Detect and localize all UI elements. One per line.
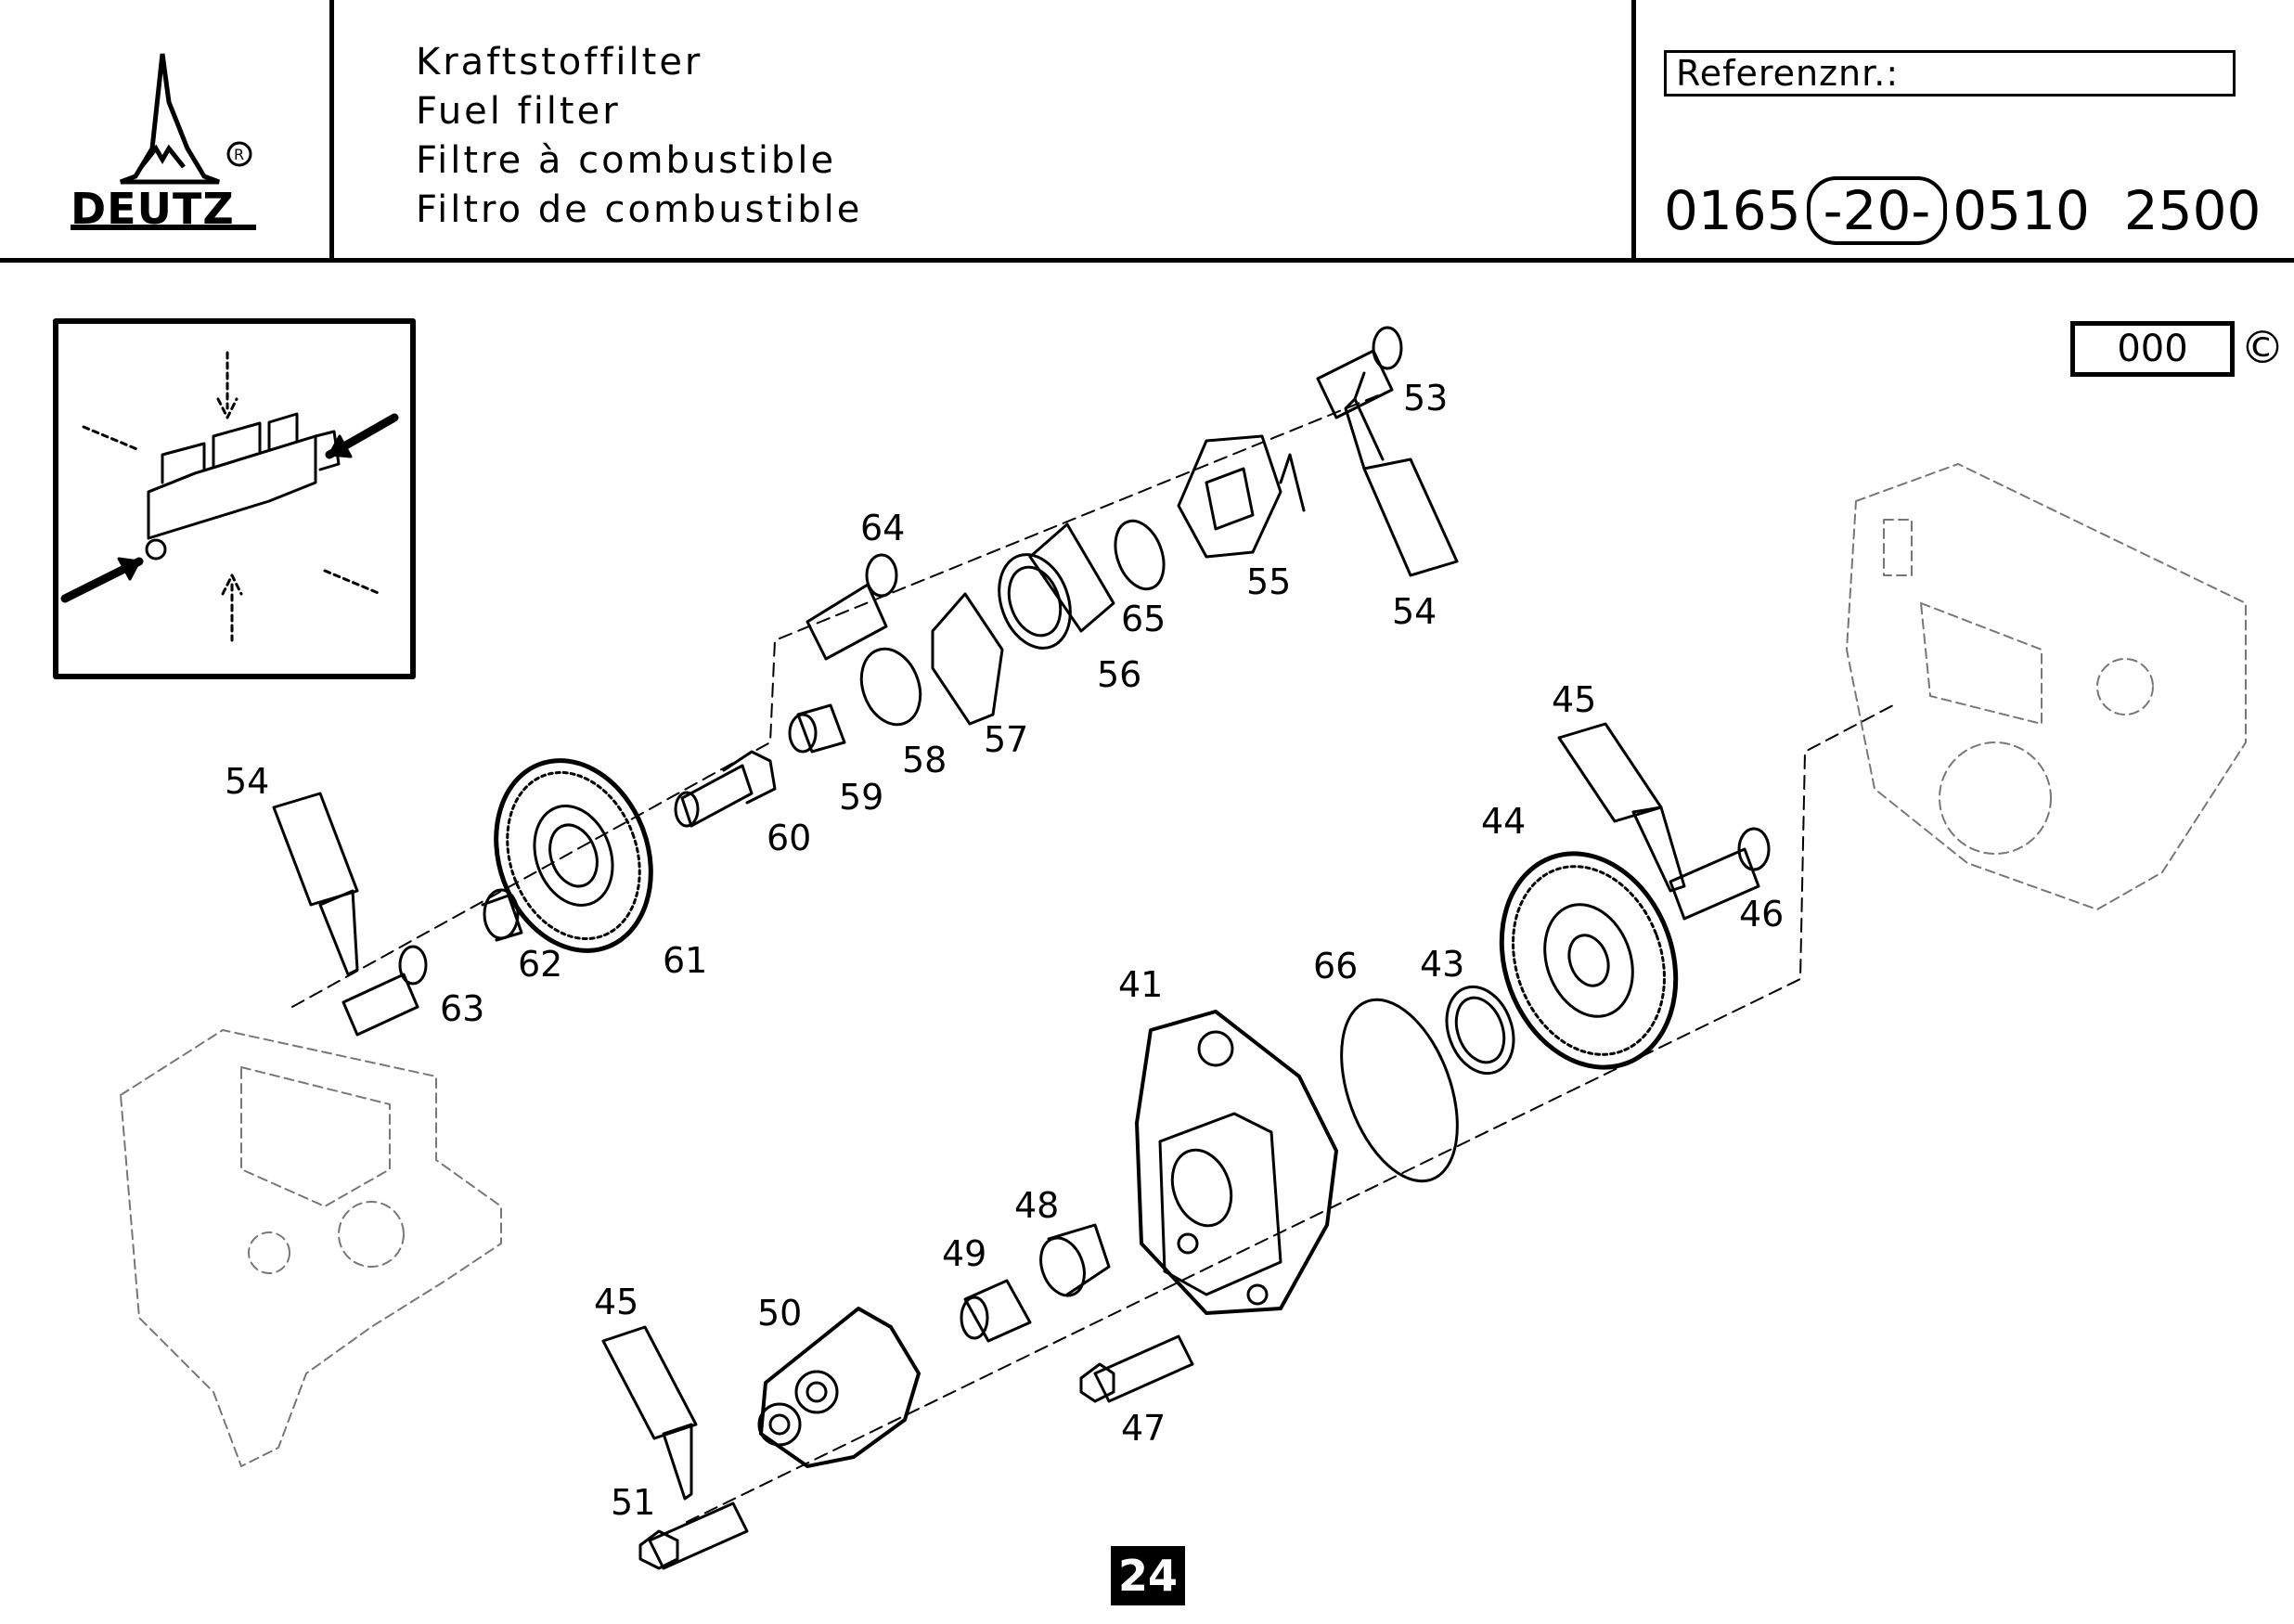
callout-63: 63 [440, 988, 484, 1029]
ref-suffix-2: 2500 [2123, 179, 2262, 242]
bolt-icon [1316, 326, 1403, 419]
engine-block-icon [1846, 463, 2247, 910]
gear-housing-icon [1135, 1010, 1338, 1315]
reference-field: Referenznr.: [1664, 50, 2236, 97]
sealant-tube-icon [601, 1325, 698, 1501]
sleeve-icon [960, 1279, 1032, 1343]
bolt-icon [805, 553, 898, 661]
engine-block-icon [120, 1029, 502, 1467]
callout-59: 59 [839, 777, 883, 818]
sleeve-icon [788, 703, 846, 754]
callout-53: 53 [1403, 378, 1448, 419]
sealant-tube-icon [272, 792, 359, 976]
shaft-icon [674, 750, 777, 828]
bolt-icon [638, 1502, 749, 1570]
callout-labels: 53 54 55 65 56 64 57 58 59 60 54 61 62 6… [225, 378, 1784, 1523]
seal-ring-icon [859, 647, 922, 727]
callout-66: 66 [1313, 946, 1358, 986]
callout-54-top: 54 [1392, 591, 1437, 632]
callout-44: 44 [1481, 801, 1526, 842]
deutz-logo-icon: R [71, 53, 256, 230]
bushing-icon [1039, 1223, 1111, 1297]
bolt-icon [1079, 1334, 1194, 1403]
callout-50: 50 [757, 1293, 802, 1334]
o-ring-icon [1114, 519, 1166, 591]
ref-group: -20- [1806, 176, 1948, 245]
callout-57: 57 [984, 719, 1028, 760]
callout-47: 47 [1121, 1408, 1166, 1449]
callout-41: 41 [1118, 964, 1163, 1005]
reference-number: 0165-20-0510 2500 [1664, 176, 2261, 245]
lower-assembly-axis [686, 704, 1894, 1523]
callout-43: 43 [1420, 944, 1464, 985]
callout-48: 48 [1014, 1185, 1059, 1226]
page-number-badge: 24 [1111, 1546, 1185, 1605]
callout-54-left: 54 [225, 761, 269, 802]
ref-suffix-1: 0510 [1952, 179, 2090, 242]
sealant-tube-icon [1344, 397, 1459, 577]
callout-64: 64 [860, 508, 905, 548]
callout-62: 62 [518, 944, 562, 985]
header-divider-right [1631, 0, 1636, 262]
callout-58: 58 [902, 740, 947, 780]
callout-60: 60 [767, 818, 811, 858]
page-code-box: 000 [2070, 321, 2235, 377]
fuel-pump-housing-icon [1177, 434, 1306, 559]
callout-55: 55 [1246, 561, 1291, 602]
header-bottom-rule [0, 258, 2294, 263]
callout-61: 61 [663, 940, 707, 981]
gasket-icon [931, 592, 1004, 726]
svg-text:R: R [234, 146, 244, 163]
gear-icon [1499, 851, 1679, 1070]
o-ring-icon [1340, 998, 1459, 1183]
callout-45-bottom: 45 [594, 1282, 638, 1322]
callout-65: 65 [1121, 599, 1166, 639]
title-french: Filtre à combustible [416, 139, 837, 182]
gear-icon [494, 758, 653, 953]
bolt-icon [342, 945, 428, 1037]
ref-prefix: 0165 [1664, 179, 1801, 242]
bushing-icon [1445, 985, 1515, 1076]
callout-56: 56 [1097, 654, 1141, 695]
copyright-icon: © [2240, 322, 2285, 374]
flange-bushing-icon [998, 522, 1115, 650]
upper-assembly-axis [291, 389, 1393, 1008]
title-spanish: Filtro de combustible [416, 188, 863, 231]
header-divider-left [329, 0, 334, 262]
header: R DEUTZ Kraftstoffilter Fuel filter Filt… [0, 0, 2294, 264]
brand-name: DEUTZ [71, 184, 235, 234]
title-english: Fuel filter [416, 90, 621, 133]
bolt-icon [1669, 827, 1771, 921]
callout-46: 46 [1739, 894, 1784, 934]
callout-45-right: 45 [1552, 679, 1596, 720]
fuel-flow-inset-icon [53, 318, 416, 679]
callout-51: 51 [611, 1482, 655, 1523]
fuel-pump-icon [757, 1307, 921, 1468]
title-german: Kraftstoffilter [416, 41, 703, 84]
callout-49: 49 [942, 1233, 986, 1274]
sealant-tube-icon [1557, 722, 1686, 893]
bush-icon [481, 888, 523, 942]
